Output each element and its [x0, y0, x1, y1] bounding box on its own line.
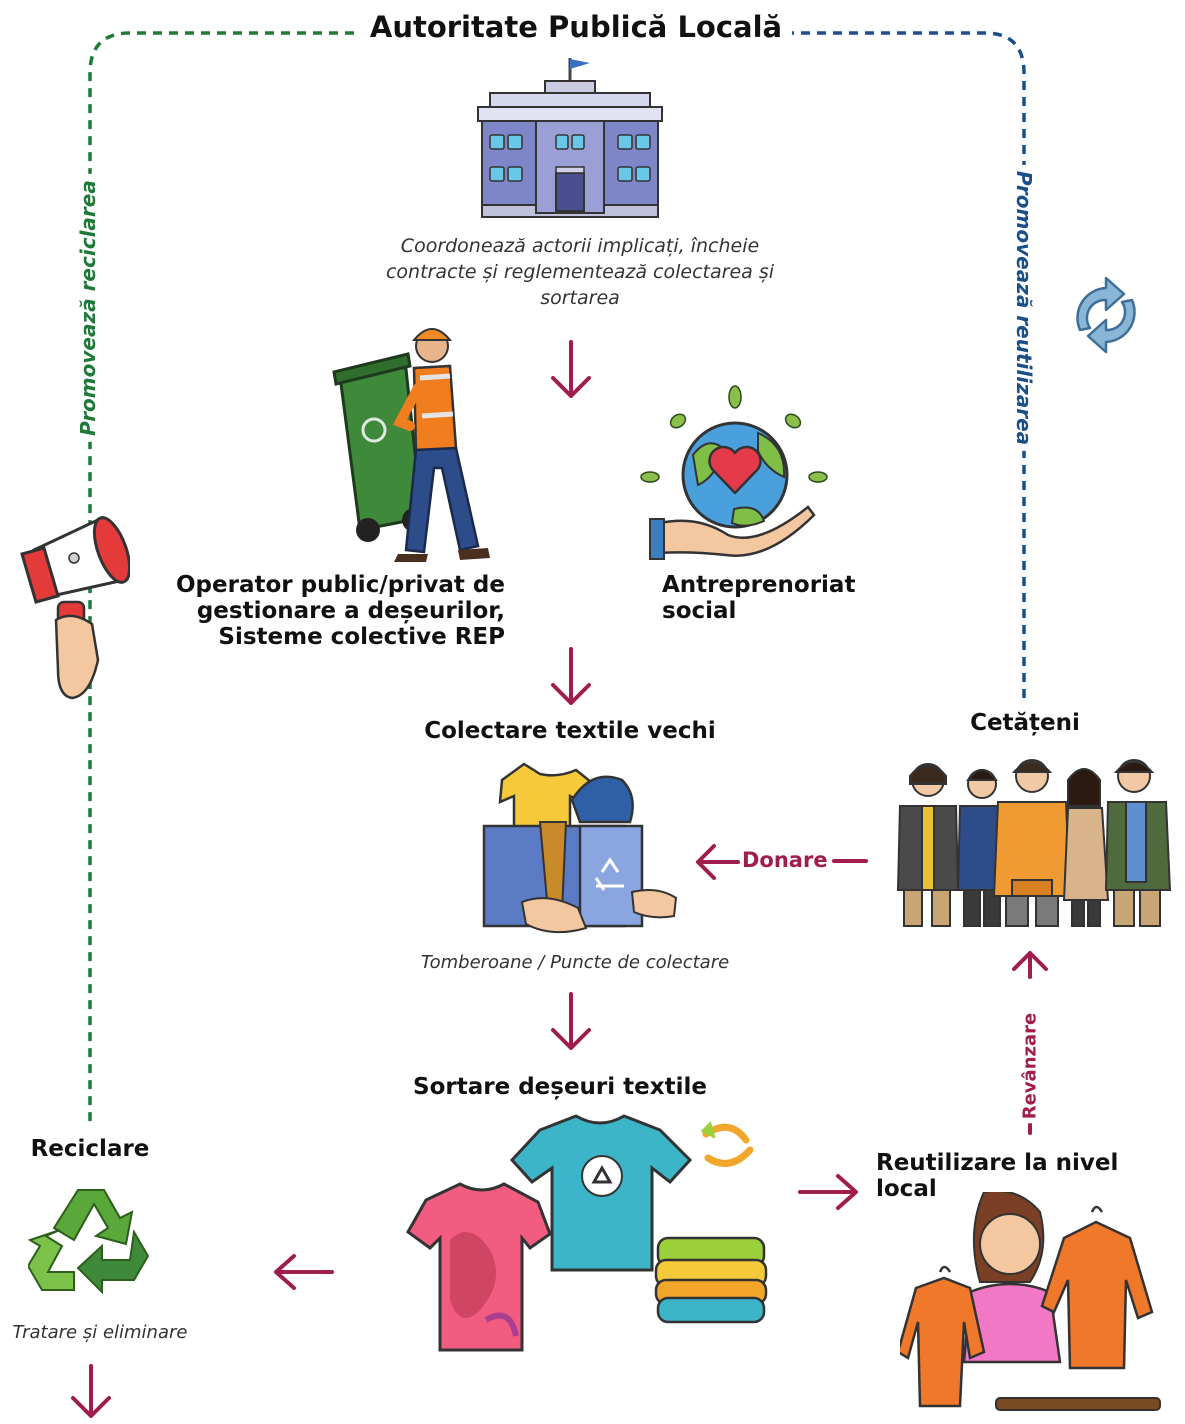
recycling-promotion-line — [88, 31, 370, 1125]
flow-arrow-down-disposal — [71, 1364, 111, 1418]
collection-title: Colectare textile vechi — [424, 718, 716, 744]
flow-arrow-right-reuse — [798, 1174, 858, 1210]
flow-arrow-down-3 — [551, 992, 591, 1050]
sorting-title: Sortare deșeuri textile — [413, 1074, 707, 1100]
second-hand-shop-icon — [900, 1192, 1161, 1411]
social-entrepreneurship-label: Antreprenoriat social — [662, 572, 856, 624]
social-globe-heart-icon — [640, 385, 828, 560]
megaphone-icon — [20, 515, 130, 700]
clothes-collection-box-icon — [482, 762, 678, 934]
donation-arrow-left — [696, 844, 740, 880]
reuse-title: Reutilizare la nivel local — [876, 1150, 1119, 1202]
page-title: Autoritate Publică Locală — [360, 10, 792, 44]
textile-sorting-icon — [406, 1114, 768, 1352]
recycling-title: Reciclare — [30, 1136, 150, 1162]
donation-arrow-tail — [832, 859, 868, 863]
operator-label: Operator public/privat de gestionare a d… — [176, 572, 505, 650]
flow-arrow-down-1 — [551, 340, 591, 398]
cycle-arrows-icon — [1076, 276, 1136, 354]
recycling-symbol-icon — [28, 1189, 150, 1294]
town-hall-icon — [477, 58, 663, 218]
citizens-group-icon — [896, 759, 1172, 927]
reuse-promotion-line — [785, 31, 1026, 705]
authority-description: Coordonează actorii implicați, încheie c… — [385, 235, 774, 309]
citizens-title: Cetățeni — [970, 710, 1080, 736]
reuse-promotion-label: Promovează reutilizarea — [1012, 164, 1036, 452]
donation-label: Donare — [742, 848, 828, 872]
waste-worker-icon — [332, 328, 490, 562]
flow-arrow-down-2 — [551, 647, 591, 705]
flow-arrow-left-recycling — [274, 1254, 334, 1290]
recycling-note: Tratare și eliminare — [12, 1322, 188, 1343]
resale-label: Revânzare — [1019, 1008, 1041, 1124]
recycling-promotion-label: Promovează reciclarea — [76, 174, 100, 442]
collection-note: Tomberoane / Puncte de colectare — [420, 952, 730, 973]
